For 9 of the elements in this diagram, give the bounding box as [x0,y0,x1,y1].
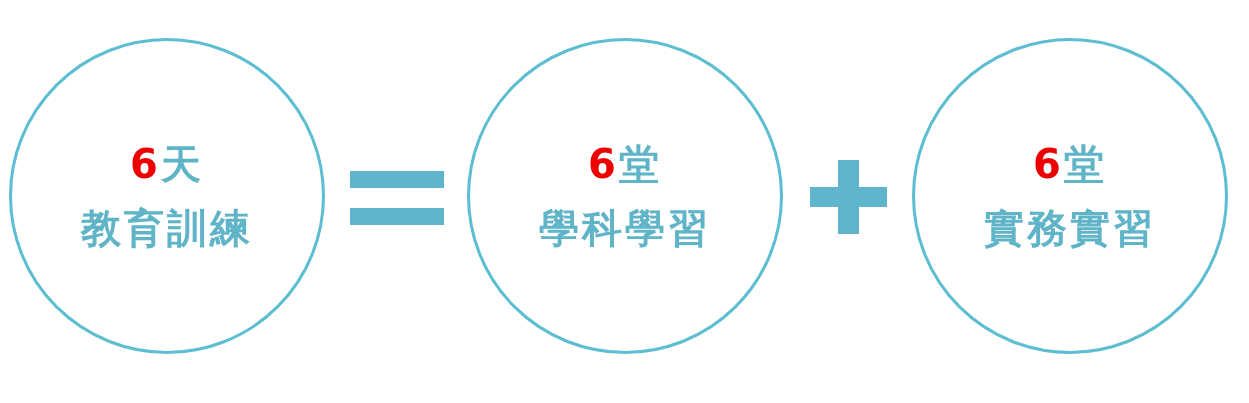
heading-text: 6堂 [1033,140,1107,188]
body-text: 實務實習 [984,204,1156,252]
body-text: 學科學習 [539,204,711,252]
body-text: 教育訓練 [81,204,253,252]
heading-text: 6天 [130,140,204,188]
circle-node [9,38,325,354]
heading-text: 6堂 [588,140,662,188]
circle-node [912,38,1228,354]
circle-node [467,38,783,354]
